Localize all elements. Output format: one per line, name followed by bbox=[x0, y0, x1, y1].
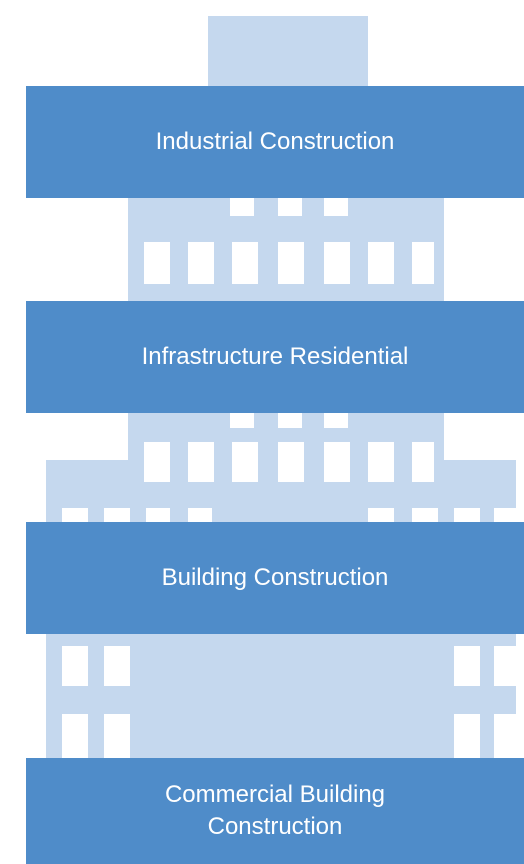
tier-band-industrial: Industrial Construction bbox=[26, 86, 524, 198]
tier-band-building: Building Construction bbox=[26, 522, 524, 634]
building-windows bbox=[62, 198, 516, 758]
tier-label: Commercial Building Construction bbox=[164, 781, 386, 840]
tier-label: Industrial Construction bbox=[155, 128, 395, 155]
tier-band-infrastructure: Infrastructure Residential bbox=[26, 301, 524, 413]
tier-label: Building Construction bbox=[161, 564, 389, 591]
tier-label: Infrastructure Residential bbox=[141, 343, 409, 370]
tier-band-commercial: Commercial Building Construction bbox=[26, 758, 524, 864]
